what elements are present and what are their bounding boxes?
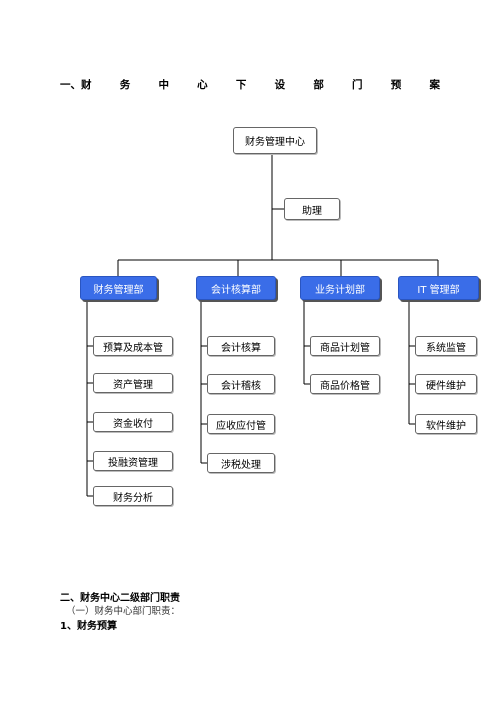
org-item-node: 资产管理 — [93, 373, 173, 393]
item-heading: 1、财务预算 — [60, 621, 117, 632]
org-assistant-node: 助理 — [284, 198, 340, 220]
org-item-node: 软件维护 — [415, 414, 477, 434]
heading-char: 预 — [390, 79, 402, 91]
section-heading: 二、财务中心二级部门职责 — [60, 593, 180, 604]
org-item-node: 系统监管 — [415, 336, 477, 356]
org-item-node: 商品价格管 — [310, 374, 380, 394]
page-heading: 一、财 务 中 心 下 设 部 门 预 案 — [60, 77, 440, 93]
heading-char: 心 — [197, 79, 208, 91]
org-item-node: 会计稽核 — [207, 374, 275, 394]
department-node: 业务计划部 — [300, 276, 380, 300]
org-root-node: 财务管理中心 — [233, 127, 317, 154]
department-node: 财务管理部 — [80, 276, 157, 300]
org-item-node: 应收应付管 — [207, 414, 275, 434]
org-item-node: 预算及成本管 — [93, 336, 173, 356]
department-node: IT 管理部 — [398, 276, 479, 300]
org-item-node: 会计核算 — [207, 336, 275, 356]
org-item-node: 资金收付 — [93, 412, 173, 432]
subsection-heading: （一）财务中心部门职责： — [66, 606, 181, 617]
org-item-node: 投融资管理 — [93, 451, 173, 471]
heading-char: 设 — [274, 79, 286, 91]
org-item-node: 商品计划管 — [310, 336, 380, 356]
org-item-node: 财务分析 — [93, 486, 173, 506]
heading-char: 案 — [429, 79, 440, 91]
heading-char: 下 — [235, 79, 247, 91]
org-item-node: 涉税处理 — [207, 453, 275, 473]
heading-char: 门 — [352, 79, 363, 91]
heading-char: 中 — [158, 79, 169, 91]
heading-char: 部 — [313, 79, 324, 91]
heading-char: 一、财 — [60, 79, 92, 91]
org-item-node: 硬件维护 — [415, 374, 477, 394]
department-node: 会计核算部 — [196, 276, 276, 300]
heading-char: 务 — [119, 79, 131, 91]
